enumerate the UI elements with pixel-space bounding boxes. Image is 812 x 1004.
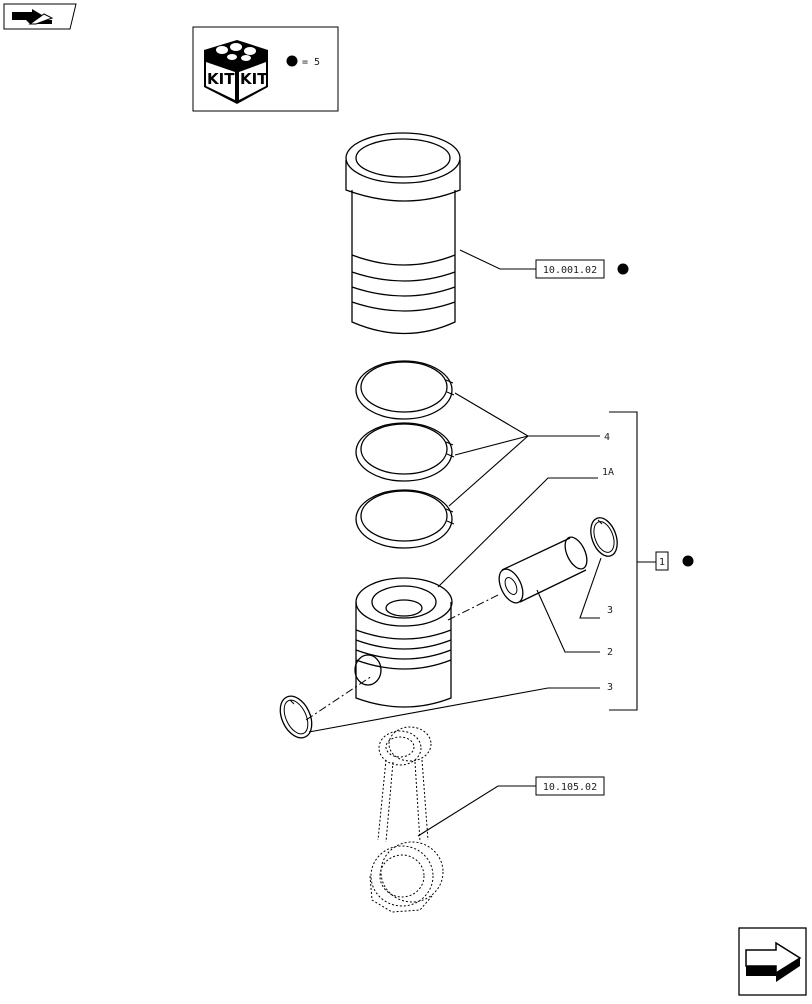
callout-circlip-right: 3 bbox=[607, 605, 613, 616]
piston-ring-3 bbox=[355, 489, 455, 549]
circlip-right bbox=[590, 517, 618, 557]
piston-ring-2 bbox=[355, 422, 455, 482]
next-arrow-icon bbox=[745, 941, 802, 982]
connecting-rod bbox=[369, 726, 444, 913]
kit-label-right: KIT bbox=[240, 70, 268, 88]
circlip-left bbox=[279, 695, 313, 739]
leader-circlip-right bbox=[579, 557, 602, 619]
leader-cylinder-liner bbox=[459, 249, 536, 270]
ref-connecting-rod-label: 10.105.02 bbox=[543, 782, 597, 793]
assembly-bracket bbox=[609, 411, 656, 711]
callout-piston-rings: 4 bbox=[604, 432, 610, 443]
kit-equals-label: = 5 bbox=[302, 57, 320, 68]
leader-piston-pin bbox=[536, 589, 600, 653]
back-arrow-icon bbox=[12, 9, 54, 25]
nav-back-button[interactable] bbox=[3, 3, 77, 30]
ref-connecting-rod-frame bbox=[535, 776, 605, 796]
callout-circlip-left: 3 bbox=[607, 682, 613, 693]
kit-box-icon: KIT KIT bbox=[204, 40, 268, 104]
circlip-axis-line bbox=[305, 675, 373, 721]
cylinder-liner bbox=[345, 132, 461, 335]
ref-cylinder-liner[interactable]: 10.001.02 bbox=[535, 259, 605, 279]
nav-next-button[interactable] bbox=[738, 927, 807, 996]
leader-piston bbox=[437, 477, 598, 588]
kit-legend: KIT KIT = 5 bbox=[192, 26, 339, 112]
piston-pin bbox=[498, 536, 588, 604]
pin-axis-line bbox=[447, 593, 501, 621]
ref-cylinder-liner-frame bbox=[535, 259, 605, 279]
callout-piston: 1A bbox=[602, 467, 614, 478]
leader-piston-rings bbox=[448, 392, 600, 507]
kit-label-left: KIT bbox=[207, 70, 235, 88]
ref-assembly-kit-label: 1 bbox=[659, 557, 665, 568]
ref-connecting-rod[interactable]: 10.105.02 bbox=[535, 776, 605, 796]
kit-marker-dot bbox=[617, 263, 629, 275]
ref-cylinder-liner-label: 10.001.02 bbox=[543, 265, 597, 276]
ref-assembly-kit-frame bbox=[655, 551, 669, 571]
nav-back-frame bbox=[3, 3, 77, 30]
nav-next-frame bbox=[738, 927, 807, 996]
kit-marker-dot bbox=[682, 555, 694, 567]
leader-circlip-left bbox=[308, 687, 600, 733]
kit-legend-frame bbox=[192, 26, 339, 112]
piston-ring-1 bbox=[355, 360, 455, 420]
piston bbox=[354, 577, 453, 708]
kit-marker-dot bbox=[286, 55, 298, 67]
leader-connecting-rod bbox=[417, 785, 536, 837]
callout-piston-pin: 2 bbox=[607, 647, 613, 658]
ref-assembly-kit[interactable]: 1 bbox=[655, 551, 669, 571]
